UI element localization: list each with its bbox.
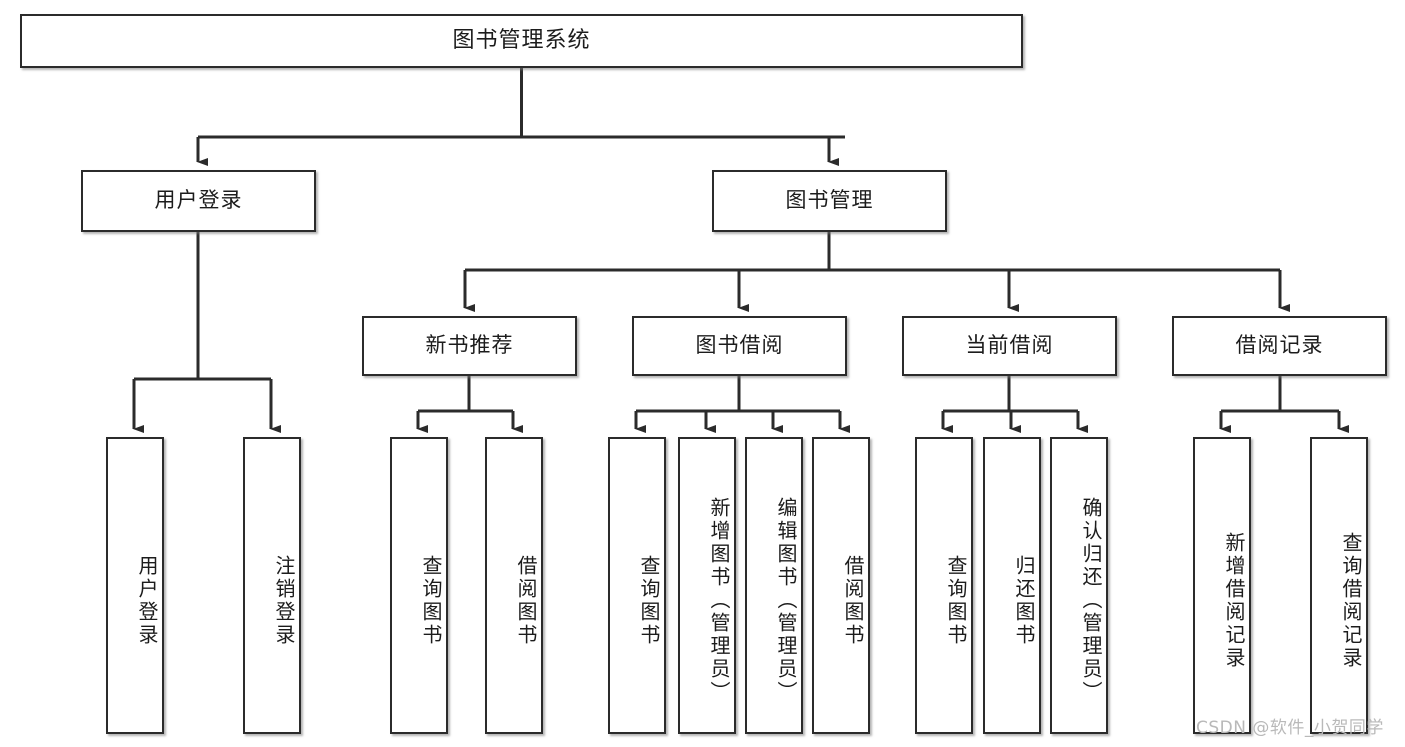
leaf-label: 新增借阅记录 [1222, 531, 1246, 670]
leaf-label: 查询图书 [419, 554, 443, 647]
bookborrow-to-leaf-connectors [634, 376, 850, 433]
leaf-label: 注销登录 [272, 554, 296, 647]
newbookrec-to-leaf-connectors [416, 376, 523, 433]
node-leaf-add-borrow-record[interactable]: 新增借阅记录 [1193, 437, 1251, 734]
currentborrow-to-leaf-connectors [941, 376, 1088, 433]
node-leaf-edit-book-admin[interactable]: 编辑图书（管理员） [745, 437, 803, 734]
leaf-label: 查询借阅记录 [1339, 531, 1363, 670]
node-leaf-add-book-admin[interactable]: 新增图书（管理员） [678, 437, 736, 734]
node-current-borrow[interactable]: 当前借阅 [902, 316, 1117, 376]
leaf-label: 新增图书（管理员） [707, 497, 731, 704]
leaf-label: 查询图书 [637, 554, 661, 647]
node-leaf-confirm-return-admin[interactable]: 确认归还（管理员） [1050, 437, 1108, 734]
userlogin-to-leaf-connectors [132, 232, 281, 433]
node-book-borrow[interactable]: 图书借阅 [632, 316, 847, 376]
node-book-manage[interactable]: 图书管理 [712, 170, 947, 232]
node-leaf-borrow-book-rec[interactable]: 借阅图书 [485, 437, 543, 734]
csdn-watermark: CSDN @软件_小贺同学 [1196, 718, 1384, 738]
node-leaf-query-book-rec[interactable]: 查询图书 [390, 437, 448, 734]
node-leaf-query-borrow-record[interactable]: 查询借阅记录 [1310, 437, 1368, 734]
borrowrecord-to-leaf-connectors [1219, 376, 1349, 433]
leaf-label: 查询图书 [944, 554, 968, 647]
node-borrow-record[interactable]: 借阅记录 [1172, 316, 1387, 376]
node-leaf-borrow-book[interactable]: 借阅图书 [812, 437, 870, 734]
node-new-book-recommend[interactable]: 新书推荐 [362, 316, 577, 376]
node-root-system[interactable]: 图书管理系统 [20, 14, 1023, 68]
bookmanage-to-level3-connectors [463, 232, 1290, 312]
node-leaf-user-login[interactable]: 用户登录 [106, 437, 164, 734]
node-leaf-return-book[interactable]: 归还图书 [983, 437, 1041, 734]
node-user-login[interactable]: 用户登录 [81, 170, 316, 232]
leaf-label: 归还图书 [1012, 554, 1036, 647]
leaf-label: 借阅图书 [514, 554, 538, 647]
leaf-label: 借阅图书 [841, 554, 865, 647]
root-to-level2-connectors [196, 68, 845, 166]
node-leaf-user-logout[interactable]: 注销登录 [243, 437, 301, 734]
leaf-label: 用户登录 [135, 554, 159, 647]
node-leaf-query-book-cur[interactable]: 查询图书 [915, 437, 973, 734]
leaf-label: 编辑图书（管理员） [774, 497, 798, 704]
node-leaf-query-book-borrow[interactable]: 查询图书 [608, 437, 666, 734]
leaf-label: 确认归还（管理员） [1079, 497, 1103, 704]
